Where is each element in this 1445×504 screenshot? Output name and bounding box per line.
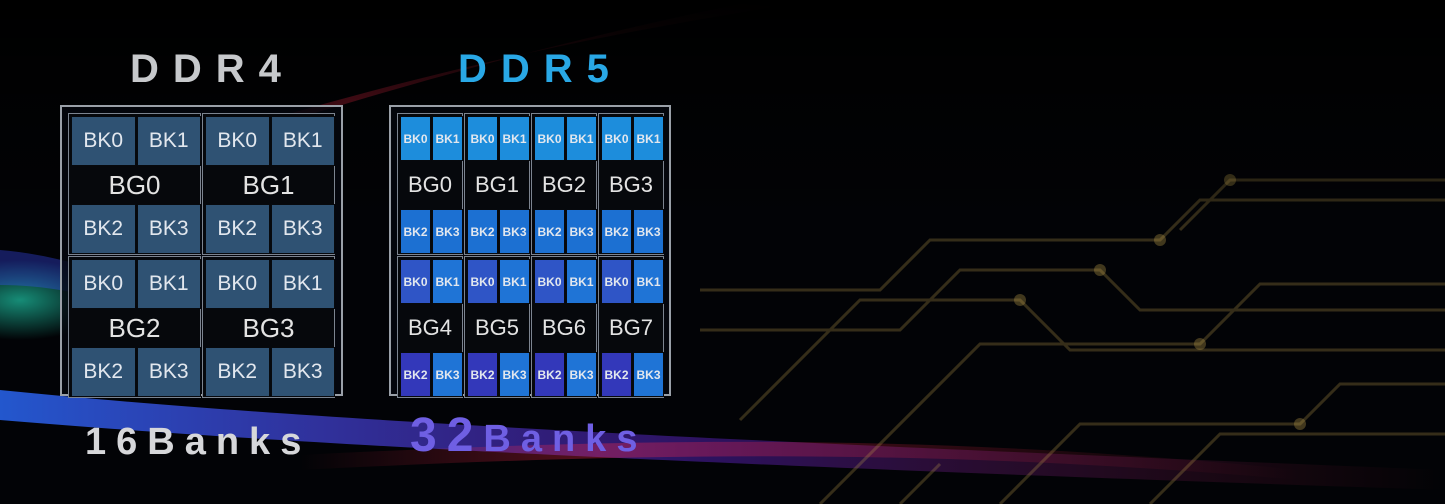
bank-group-label: BG6 bbox=[541, 315, 587, 340]
bank-bk3: BK3 bbox=[136, 347, 201, 397]
bank-bk1: BK1 bbox=[136, 259, 201, 309]
bank-bk3: BK3 bbox=[633, 352, 664, 397]
bank-bk2: BK2 bbox=[205, 347, 270, 397]
bank-bk0: BK0 bbox=[71, 259, 136, 309]
bank-bk1: BK1 bbox=[499, 259, 530, 304]
bank-bk0: BK0 bbox=[467, 116, 498, 161]
bank-bk1: BK1 bbox=[633, 116, 664, 161]
bank-bk0: BK0 bbox=[400, 259, 431, 304]
bank-group-label: BG2 bbox=[108, 312, 161, 343]
bank-bk2: BK2 bbox=[400, 209, 431, 254]
bank-bk0: BK0 bbox=[601, 259, 632, 304]
bank-group-label: BG3 bbox=[242, 312, 295, 343]
bank-group-label: BG2 bbox=[541, 172, 587, 197]
bank-bk0: BK0 bbox=[534, 259, 565, 304]
bank-bk3: BK3 bbox=[499, 209, 530, 254]
bank-bk3: BK3 bbox=[270, 204, 335, 254]
bank-bk1: BK1 bbox=[270, 116, 335, 166]
bank-bk2: BK2 bbox=[467, 209, 498, 254]
bank-bk0: BK0 bbox=[601, 116, 632, 161]
bank-bk3: BK3 bbox=[566, 352, 597, 397]
bank-bk3: BK3 bbox=[566, 209, 597, 254]
bank-bk3: BK3 bbox=[432, 209, 463, 254]
bank-bk0: BK0 bbox=[205, 259, 270, 309]
bank-bk2: BK2 bbox=[71, 204, 136, 254]
bank-bk3: BK3 bbox=[432, 352, 463, 397]
bank-bk0: BK0 bbox=[400, 116, 431, 161]
bank-bk2: BK2 bbox=[205, 204, 270, 254]
bank-bk2: BK2 bbox=[601, 209, 632, 254]
bank-bk0: BK0 bbox=[534, 116, 565, 161]
bank-group-label: BG5 bbox=[474, 315, 520, 340]
ddr5-bank-count-text: Banks bbox=[483, 418, 648, 460]
bank-group-label: BG7 bbox=[608, 315, 654, 340]
bank-bk1: BK1 bbox=[633, 259, 664, 304]
ddr5-title: DDR5 bbox=[458, 47, 623, 91]
bank-bk0: BK0 bbox=[71, 116, 136, 166]
bank-bk0: BK0 bbox=[467, 259, 498, 304]
bank-bk1: BK1 bbox=[566, 116, 597, 161]
bank-group-label: BG3 bbox=[608, 172, 654, 197]
bank-bk1: BK1 bbox=[432, 116, 463, 161]
bank-bk2: BK2 bbox=[534, 352, 565, 397]
ddr4-title: DDR4 bbox=[130, 47, 295, 91]
bank-bk3: BK3 bbox=[270, 347, 335, 397]
bank-bk1: BK1 bbox=[499, 116, 530, 161]
bank-group-label: BG0 bbox=[407, 172, 453, 197]
bank-bk3: BK3 bbox=[499, 352, 530, 397]
bank-group-label: BG1 bbox=[242, 169, 295, 200]
ddr5-bank-count-number: 32 bbox=[410, 409, 484, 462]
bank-bk2: BK2 bbox=[534, 209, 565, 254]
bank-bk3: BK3 bbox=[633, 209, 664, 254]
bank-bk3: BK3 bbox=[136, 204, 201, 254]
bank-bk1: BK1 bbox=[270, 259, 335, 309]
bank-group-label: BG4 bbox=[407, 315, 453, 340]
bank-bk2: BK2 bbox=[400, 352, 431, 397]
ddr4-bank-count: 16Banks bbox=[85, 421, 312, 463]
bank-bk2: BK2 bbox=[601, 352, 632, 397]
bank-group-label: BG0 bbox=[108, 169, 161, 200]
bank-bk1: BK1 bbox=[136, 116, 201, 166]
bank-bk2: BK2 bbox=[71, 347, 136, 397]
bank-bk0: BK0 bbox=[205, 116, 270, 166]
bank-bk2: BK2 bbox=[467, 352, 498, 397]
ddr5-bank-count: 32Banks bbox=[410, 412, 648, 461]
bank-group-label: BG1 bbox=[474, 172, 520, 197]
bank-bk1: BK1 bbox=[566, 259, 597, 304]
bank-bk1: BK1 bbox=[432, 259, 463, 304]
